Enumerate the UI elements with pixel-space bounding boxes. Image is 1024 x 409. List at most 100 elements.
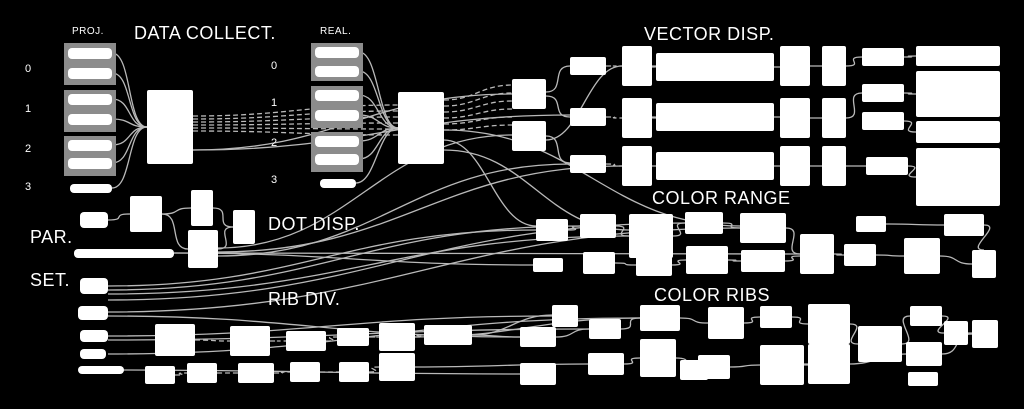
wire [939,255,973,265]
vector-panel-1 [916,71,1000,117]
index-label-left-2: 2 [25,143,32,155]
rib-node-7 [337,328,369,346]
wire [903,55,917,58]
color-ribs-node-1 [520,363,556,385]
wire [875,254,905,257]
color-ribs-group-title: COLOR RIBS [654,285,771,305]
vector-out2-2 [822,146,846,186]
wire-layer [107,51,991,376]
wire [192,127,399,130]
wire [605,163,623,167]
color-ribs-node-11 [760,345,804,385]
dot-node-0 [130,196,162,232]
index-label-left-1: 1 [25,103,32,115]
vector-param-3 [866,157,908,175]
wire [729,364,761,368]
wire [174,372,188,376]
wire [107,229,537,287]
color-ribs-node-16 [906,342,942,366]
index-label-right-1: 1 [271,97,278,109]
wire [358,70,399,129]
wire [620,317,641,330]
set-param-1 [78,306,108,320]
vector-input-1 [570,108,606,126]
real-param-3 [320,179,356,188]
real-param-1 [315,66,359,77]
color-range-node-8 [740,213,786,243]
rib-node-10 [379,353,415,381]
dot-node-2 [188,230,218,268]
par-slider [74,249,174,258]
rib-node-3 [230,326,270,356]
vector-node-b [512,121,546,151]
wire [192,114,571,151]
color-ribs-node-14 [858,326,902,362]
color-range-node-4 [629,214,673,258]
color-range-node-14 [944,214,984,236]
rib-div-group-title: RIB DIV. [268,289,341,309]
wire [545,95,571,118]
color-ribs-node-4 [588,353,624,375]
wire [111,52,148,128]
wire [671,259,687,266]
wire [623,357,641,365]
wire [414,363,589,368]
wire [649,116,659,119]
wire [368,366,380,373]
set-param-4 [78,366,124,374]
real-param-5 [315,154,359,165]
real-column-label: REAL. [320,26,352,37]
index-label-left-3: 3 [25,181,32,193]
wire [784,255,801,262]
color-range-node-9 [741,250,785,272]
wire [849,323,859,345]
vector-param-0 [862,48,904,66]
wire [107,213,131,221]
color-range-node-3 [583,252,615,274]
proj-param-3 [70,184,112,193]
color-ribs-node-17 [908,372,938,386]
wire [273,371,291,374]
wire [111,126,148,189]
wire [107,317,641,355]
vector-panel-3 [916,148,1000,206]
wire [614,262,637,266]
wire [727,259,742,262]
rib-node-0 [155,324,195,356]
par-group-title: PAR. [30,227,73,247]
vector-out2-1 [822,98,846,138]
wire [192,122,399,126]
wire [217,134,513,249]
color-ribs-node-9 [708,307,744,339]
index-label-right-2: 2 [271,137,278,149]
vector-comp-0 [622,46,652,86]
wire [885,223,945,226]
vector-input-0 [570,57,606,75]
wire [111,126,148,146]
wire [355,127,399,184]
proj-column-label: PROJ. [72,26,104,37]
color-range-node-7 [686,246,728,274]
color-range-node-6 [685,212,723,234]
set-param-0 [80,278,108,294]
wire [217,163,571,257]
wire [414,334,425,338]
vector-param-2 [862,112,904,130]
wire [672,222,686,237]
dot-disp-group-title: DOT DISP. [268,214,360,234]
wire [615,225,630,237]
wire [443,92,513,107]
rib-node-9 [379,323,415,351]
wire [443,108,513,119]
color-range-node-11 [844,244,876,266]
color-ribs-node-19 [972,320,998,348]
dot-node-3 [233,210,255,244]
wire [649,65,659,68]
dot-node-1 [191,190,213,226]
color-ribs-node-13 [808,344,850,384]
vector-display-1 [656,103,774,131]
proj-param-3 [68,114,112,125]
color-ribs-node-6 [640,339,676,377]
